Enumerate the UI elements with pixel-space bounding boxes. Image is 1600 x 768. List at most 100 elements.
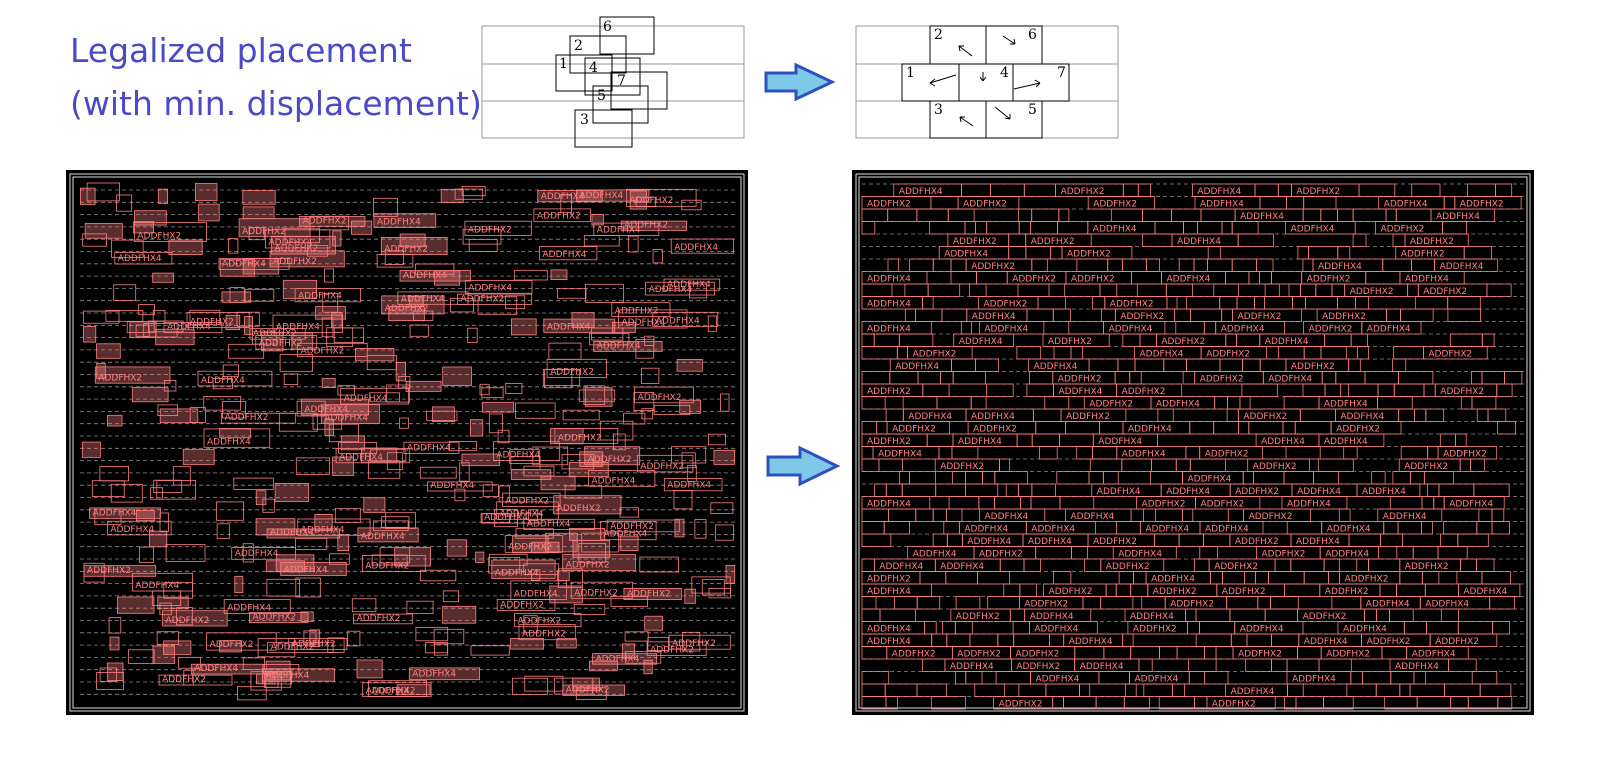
cell bbox=[572, 677, 600, 692]
cell bbox=[1165, 283, 1193, 297]
cell bbox=[252, 331, 277, 345]
cell bbox=[248, 612, 309, 624]
cell bbox=[459, 462, 470, 482]
cell bbox=[1206, 696, 1276, 710]
cell-label: ADDFHX2 bbox=[1031, 237, 1075, 247]
cell-4 bbox=[584, 57, 641, 96]
cell bbox=[94, 507, 122, 525]
cell bbox=[329, 553, 350, 565]
cell bbox=[351, 220, 373, 235]
cell-label: ADDFHX4 bbox=[93, 508, 137, 518]
cell-label: ADDFHX2 bbox=[1303, 612, 1347, 622]
cell bbox=[263, 672, 279, 688]
cell bbox=[1323, 696, 1354, 710]
cell bbox=[83, 310, 120, 324]
cell bbox=[861, 221, 876, 235]
cell bbox=[368, 460, 401, 479]
cell-label: ADDFHX2 bbox=[1350, 287, 1394, 297]
cell-label: ADDFHX4 bbox=[1071, 512, 1115, 522]
cell-label: ADDFHX4 bbox=[1240, 212, 1284, 222]
row-frame bbox=[481, 25, 745, 139]
cell-label: ADDFHX2 bbox=[1243, 412, 1287, 422]
cell-label: ADDFHX2 bbox=[615, 307, 659, 317]
cell-label: ADDFHX2 bbox=[537, 212, 581, 222]
cell-label: ADDFHX4 bbox=[135, 581, 179, 591]
cell-label: ADDFHX2 bbox=[1435, 637, 1479, 647]
title-line-2: (with min. displacement) bbox=[70, 84, 482, 123]
cell bbox=[143, 323, 178, 338]
cell-label: ADDFHX2 bbox=[627, 590, 671, 600]
cell bbox=[86, 182, 120, 202]
schematic-after: 2 6 1 4 7 3 5 bbox=[855, 25, 1119, 139]
cell-label: ADDFHX2 bbox=[166, 616, 210, 626]
cell-label: ADDFHX4 bbox=[1069, 637, 1113, 647]
cell-label: ADDFHX4 bbox=[940, 562, 984, 572]
cell bbox=[288, 638, 348, 650]
cell-label: ADDFHX2 bbox=[1410, 237, 1454, 247]
cell bbox=[523, 518, 595, 530]
cell-label-3: 3 bbox=[934, 102, 943, 118]
cell bbox=[720, 393, 730, 412]
cell bbox=[663, 478, 723, 492]
cell bbox=[510, 318, 537, 336]
cell-label: ADDFHX2 bbox=[1460, 200, 1504, 210]
cell bbox=[324, 268, 335, 283]
layout-before-legalization: ADDFHX2ADDFHX4ADDFHX2ADDFHX2ADDFHX4ADDFH… bbox=[66, 170, 748, 715]
cell bbox=[361, 555, 426, 573]
cell bbox=[91, 480, 125, 498]
cell-label: ADDFHX2 bbox=[137, 231, 181, 241]
cell bbox=[283, 373, 299, 386]
cell-label: ADDFHX4 bbox=[266, 671, 310, 681]
cell bbox=[105, 309, 144, 322]
cell-label: ADDFHX4 bbox=[276, 323, 320, 333]
cell-label: ADDFHX2 bbox=[1238, 312, 1282, 322]
displacement-arrow bbox=[1013, 82, 1041, 90]
cell bbox=[446, 539, 468, 557]
cell-label: ADDFHX4 bbox=[649, 285, 693, 295]
cell-label: ADDFHX2 bbox=[1325, 587, 1369, 597]
cell bbox=[178, 656, 201, 669]
cell bbox=[528, 509, 539, 521]
cell bbox=[282, 279, 317, 299]
cell bbox=[94, 366, 171, 384]
cell bbox=[653, 404, 691, 415]
cell bbox=[189, 407, 206, 423]
cell-label: ADDFHX4 bbox=[1436, 212, 1480, 222]
cell bbox=[454, 488, 466, 502]
cell bbox=[176, 607, 193, 626]
cell-label: ADDFHX4 bbox=[1425, 600, 1469, 610]
cell bbox=[641, 408, 654, 420]
row-frame bbox=[855, 25, 1119, 139]
cell-label: ADDFHX2 bbox=[1067, 250, 1111, 260]
cell-label: ADDFHX4 bbox=[1384, 200, 1428, 210]
cell bbox=[591, 213, 604, 226]
cell bbox=[449, 297, 474, 313]
cell bbox=[399, 417, 409, 429]
cell bbox=[505, 295, 526, 310]
cell bbox=[1421, 521, 1433, 535]
cell bbox=[303, 630, 317, 645]
cell bbox=[133, 210, 167, 226]
cell bbox=[562, 409, 600, 421]
cell-label: ADDFHX4 bbox=[235, 549, 279, 559]
cell bbox=[265, 560, 305, 573]
cell bbox=[398, 375, 411, 389]
cell-label: ADDFHX4 bbox=[867, 275, 911, 285]
cell bbox=[356, 659, 383, 679]
cell bbox=[578, 389, 616, 402]
cell-label: ADDFHX4 bbox=[1197, 187, 1241, 197]
cell bbox=[505, 382, 523, 394]
cell bbox=[331, 312, 343, 329]
cell bbox=[501, 492, 561, 507]
cell bbox=[280, 562, 347, 576]
cell bbox=[384, 250, 404, 266]
cell-label: ADDFHX2 bbox=[1066, 412, 1110, 422]
cell bbox=[952, 371, 987, 385]
cell-label: ADDFHX4 bbox=[867, 637, 911, 647]
cell-label: ADDFHX4 bbox=[1287, 500, 1331, 510]
displacement-arrow bbox=[959, 116, 974, 127]
cell bbox=[510, 638, 544, 650]
cell-label: ADDFHX2 bbox=[275, 244, 319, 254]
cell-label: ADDFHX2 bbox=[210, 640, 254, 650]
